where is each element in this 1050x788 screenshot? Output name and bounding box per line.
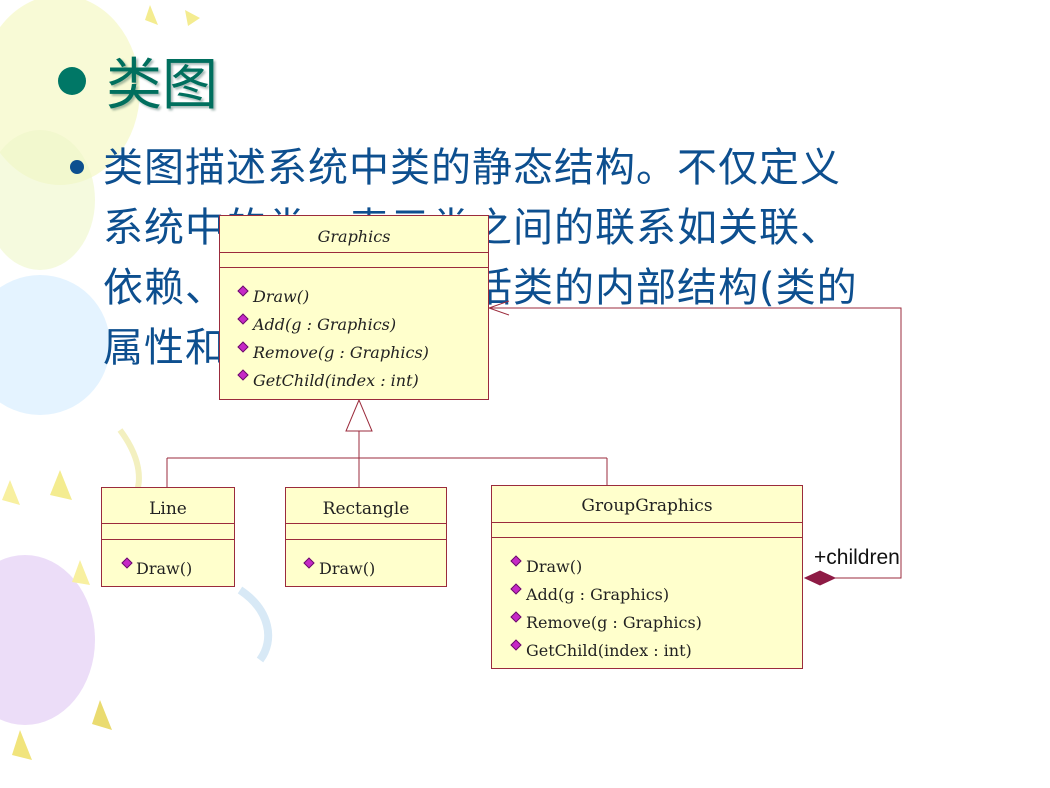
aggregation-role-label: +children [814,546,900,569]
class-name: GroupGraphics [581,496,713,516]
operation: Draw() [526,557,583,576]
operation-icon [510,555,522,567]
operation: Remove(g : Graphics) [526,613,702,632]
operation-icon [510,611,522,623]
class-line[interactable]: Line Draw() [101,487,235,587]
class-graphics[interactable]: Graphics Draw() Add(g : Graphics) Remove… [219,215,489,400]
operation-icon [237,369,249,381]
class-divider [492,537,802,538]
class-groupgraphics[interactable]: GroupGraphics Draw() Add(g : Graphics) R… [491,485,803,669]
slide-title: 类图 [58,40,218,121]
body-line-1: 类图描述系统中类的静态结构。不仅定义 [103,145,841,191]
class-divider [102,539,234,540]
operation-icon [237,341,249,353]
title-text: 类图 [106,53,218,118]
class-rectangle[interactable]: Rectangle Draw() [285,487,447,587]
class-name: Rectangle [322,499,410,519]
operation: Add(g : Graphics) [253,315,397,334]
class-divider [286,539,446,540]
class-divider [286,523,446,524]
operation-icon [237,285,249,297]
operation-icon [121,557,133,569]
operation: GetChild(index : int) [526,641,692,660]
operation: Remove(g : Graphics) [253,343,429,362]
class-divider [220,267,488,268]
operation: Draw() [319,559,376,578]
operation: GetChild(index : int) [253,371,419,390]
class-name: Line [149,499,187,519]
operation-icon [237,313,249,325]
operation: Add(g : Graphics) [526,585,670,604]
operation-icon [510,583,522,595]
operation: Draw() [136,559,193,578]
aggregation-line [489,307,902,579]
operation-icon [510,639,522,651]
inheritance-arrowhead [345,398,373,432]
class-name: Graphics [317,227,391,246]
aggregation-diamond-icon [803,570,837,586]
class-divider [102,523,234,524]
class-divider [492,522,802,523]
operation: Draw() [253,287,310,306]
operation-icon [303,557,315,569]
aggregation-arrowhead [487,300,510,316]
title-bullet-icon [58,66,86,95]
class-divider [220,252,488,253]
bullet-icon [70,160,84,174]
